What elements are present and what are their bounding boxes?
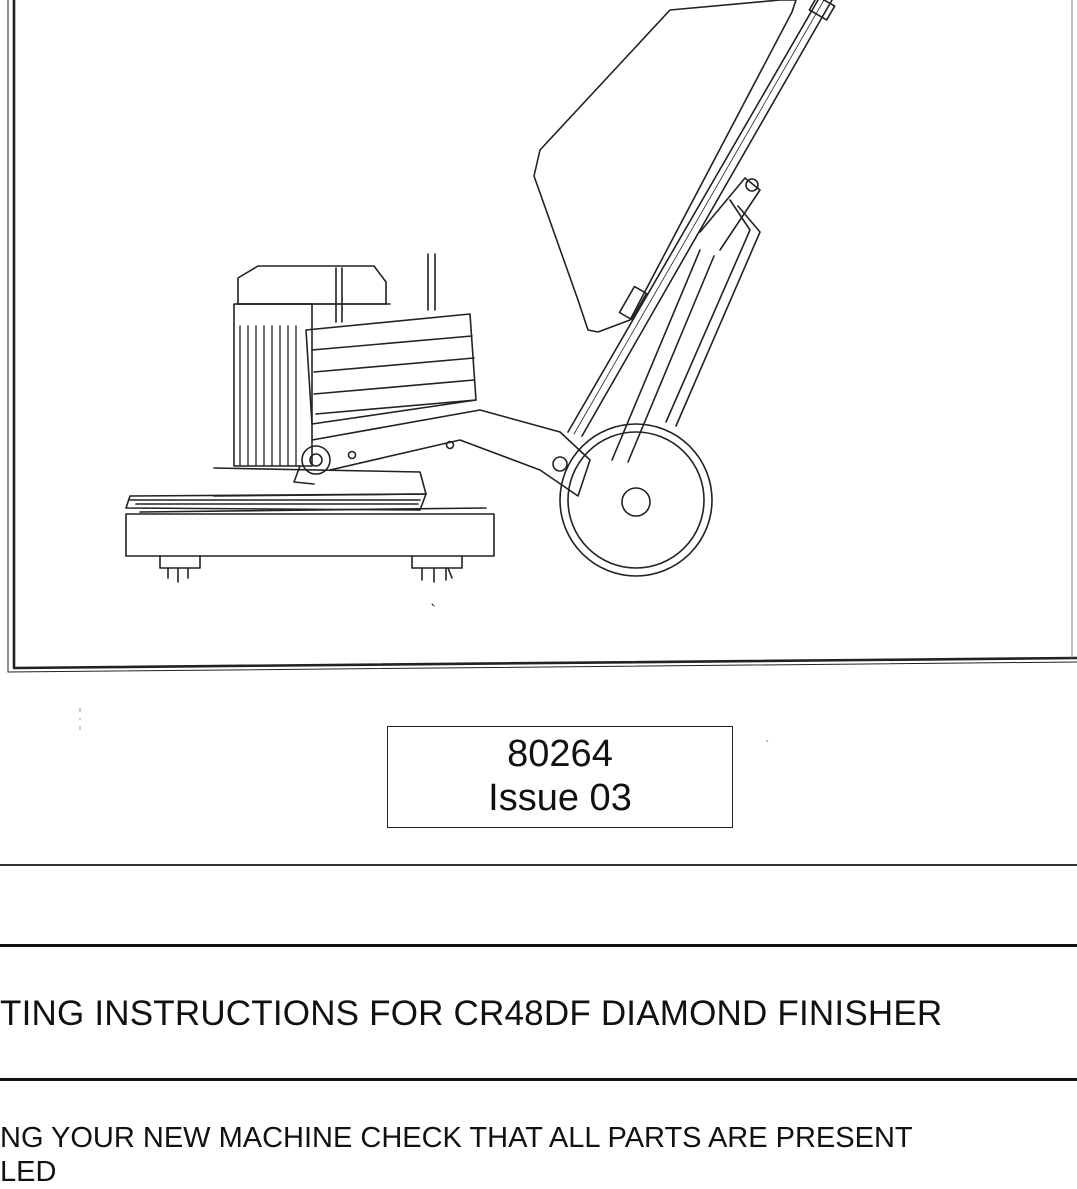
handle-bar xyxy=(567,0,836,437)
document-id-box: 80264 Issue 03 xyxy=(387,726,733,828)
foot-right xyxy=(411,555,463,583)
divider-rule xyxy=(0,864,1077,866)
body-text-line: NG YOUR NEW MACHINE CHECK THAT ALL PARTS… xyxy=(0,1122,913,1154)
motor-body xyxy=(233,303,313,467)
foot-left xyxy=(159,555,201,583)
pivot-knob xyxy=(301,445,331,475)
body-text-line-2: LED xyxy=(0,1156,57,1188)
heading-top-rule xyxy=(0,944,1077,947)
dust-bag xyxy=(533,0,797,333)
heading-bottom-rule xyxy=(0,1078,1077,1081)
wheel xyxy=(559,423,713,577)
issue-label: Issue 03 xyxy=(488,777,632,819)
frame-border xyxy=(12,0,1077,670)
instructions-heading: TING INSTRUCTIONS FOR CR48DF DIAMOND FIN… xyxy=(0,994,943,1033)
part-number: 80264 xyxy=(507,733,613,775)
machine-illustration xyxy=(7,0,1077,673)
figure-frame xyxy=(7,0,1077,673)
chassis-arm xyxy=(311,409,591,497)
deck-plate xyxy=(213,467,427,497)
motor-top xyxy=(237,265,387,305)
base-deck xyxy=(125,513,495,557)
